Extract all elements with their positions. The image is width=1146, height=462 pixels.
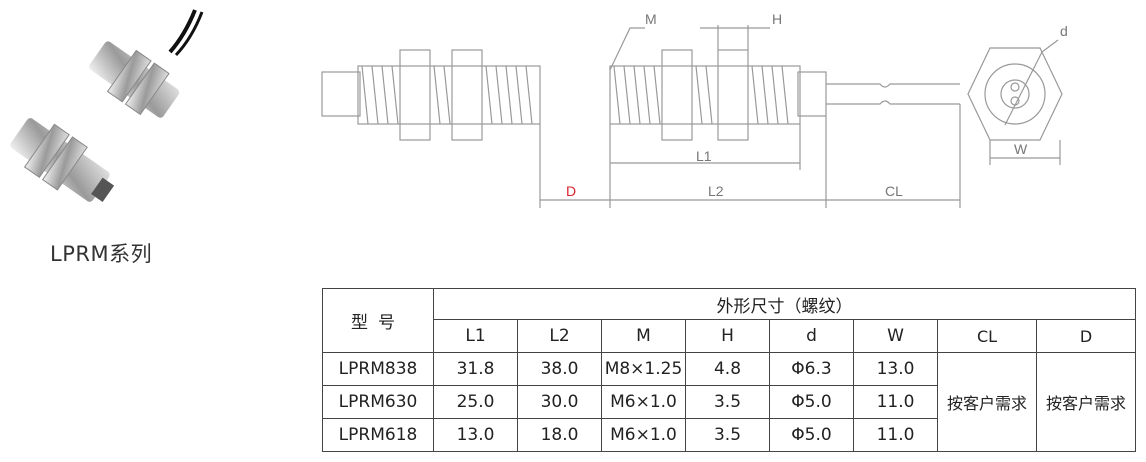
dim-w-line xyxy=(989,140,1061,165)
label-m: M xyxy=(645,11,657,27)
cell-l1: 31.8 xyxy=(433,352,518,386)
table-row: LPRM838 31.8 38.0 M8×1.25 4.8 Φ6.3 13.0 … xyxy=(322,352,1136,452)
header-model: 型号 xyxy=(322,288,434,353)
right-nut-2 xyxy=(717,49,749,141)
dim-l2-line xyxy=(609,116,827,208)
col-l1: L1 xyxy=(433,319,518,353)
col-cl: CL xyxy=(937,319,1037,353)
cell-d-value: 按客户需求 xyxy=(1036,352,1136,452)
dim-h-line xyxy=(700,25,770,50)
col-d: d xyxy=(769,319,854,353)
dim-m-leader xyxy=(609,27,645,71)
left-nut-2 xyxy=(451,49,483,141)
cell-m: M6×1.0 xyxy=(601,418,686,452)
spec-table: 型号 外形尺寸（螺纹） L1 L2 M H d W CL D LPRM838 3… xyxy=(322,288,1136,452)
left-head-body xyxy=(321,71,361,117)
label-h: H xyxy=(772,11,782,27)
cell-m: M6×1.0 xyxy=(601,385,686,419)
right-thread xyxy=(609,65,801,125)
cell-d: Φ5.0 xyxy=(769,385,854,419)
cell-cl-value: 按客户需求 xyxy=(937,352,1037,452)
end-view-hex xyxy=(967,47,1063,141)
right-nut-1 xyxy=(661,49,693,141)
end-view-outer-circle xyxy=(984,63,1046,125)
cell-model: LPRM630 xyxy=(322,385,434,419)
table-row: LPRM618 13.0 18.0 M6×1.0 3.5 Φ5.0 11.0 xyxy=(322,418,1136,452)
cell-l2: 30.0 xyxy=(517,385,602,419)
cell-h: 3.5 xyxy=(685,418,770,452)
col-m: M xyxy=(601,319,686,353)
left-thread xyxy=(357,65,541,125)
right-body xyxy=(797,71,827,117)
cell-w: 13.0 xyxy=(853,352,938,386)
dim-d-small-leader xyxy=(1004,39,1059,126)
cell-l2: 18.0 xyxy=(517,418,602,452)
dim-cl-line xyxy=(826,104,961,208)
cell-l1: 25.0 xyxy=(433,385,518,419)
cell-l2: 38.0 xyxy=(517,352,602,386)
col-d-cap: D xyxy=(1036,319,1136,353)
dim-l1-line xyxy=(609,124,801,170)
col-l2: L2 xyxy=(517,319,602,353)
cable-line-2 xyxy=(826,100,960,105)
cell-model: LPRM838 xyxy=(322,352,434,386)
cable-line-1 xyxy=(826,83,960,88)
cell-m: M8×1.25 xyxy=(601,352,686,386)
label-w: W xyxy=(1014,141,1028,157)
header-dimensions: 外形尺寸（螺纹） xyxy=(433,288,1136,320)
cell-h: 4.8 xyxy=(685,352,770,386)
left-nut-1 xyxy=(399,49,431,141)
cell-d: Φ6.3 xyxy=(769,352,854,386)
table-header-row: 型号 外形尺寸（螺纹） xyxy=(322,288,1136,353)
dim-d-line xyxy=(539,124,610,208)
dimension-drawing: M H d L1 L2 CL D W xyxy=(321,11,1068,208)
label-l2: L2 xyxy=(708,183,724,199)
cell-w: 11.0 xyxy=(853,418,938,452)
cell-d: Φ5.0 xyxy=(769,418,854,452)
end-view-inner-circle xyxy=(1000,79,1030,109)
cell-h: 3.5 xyxy=(685,385,770,419)
cell-l1: 13.0 xyxy=(433,418,518,452)
left-thread-hatch xyxy=(361,65,533,125)
col-w: W xyxy=(853,319,938,353)
label-d-small: d xyxy=(1060,23,1068,39)
cell-w: 11.0 xyxy=(853,385,938,419)
col-h: H xyxy=(685,319,770,353)
table-column-row: L1 L2 M H d W CL D xyxy=(323,319,1136,353)
end-view-pin-1 xyxy=(1010,82,1020,92)
label-d-cap: D xyxy=(566,183,576,199)
cell-model: LPRM618 xyxy=(322,418,434,452)
label-l1: L1 xyxy=(696,148,712,164)
series-title: LPRM系列 xyxy=(50,242,153,266)
right-thread-hatch xyxy=(613,65,789,125)
label-cl: CL xyxy=(885,183,903,199)
product-photo xyxy=(10,9,204,203)
